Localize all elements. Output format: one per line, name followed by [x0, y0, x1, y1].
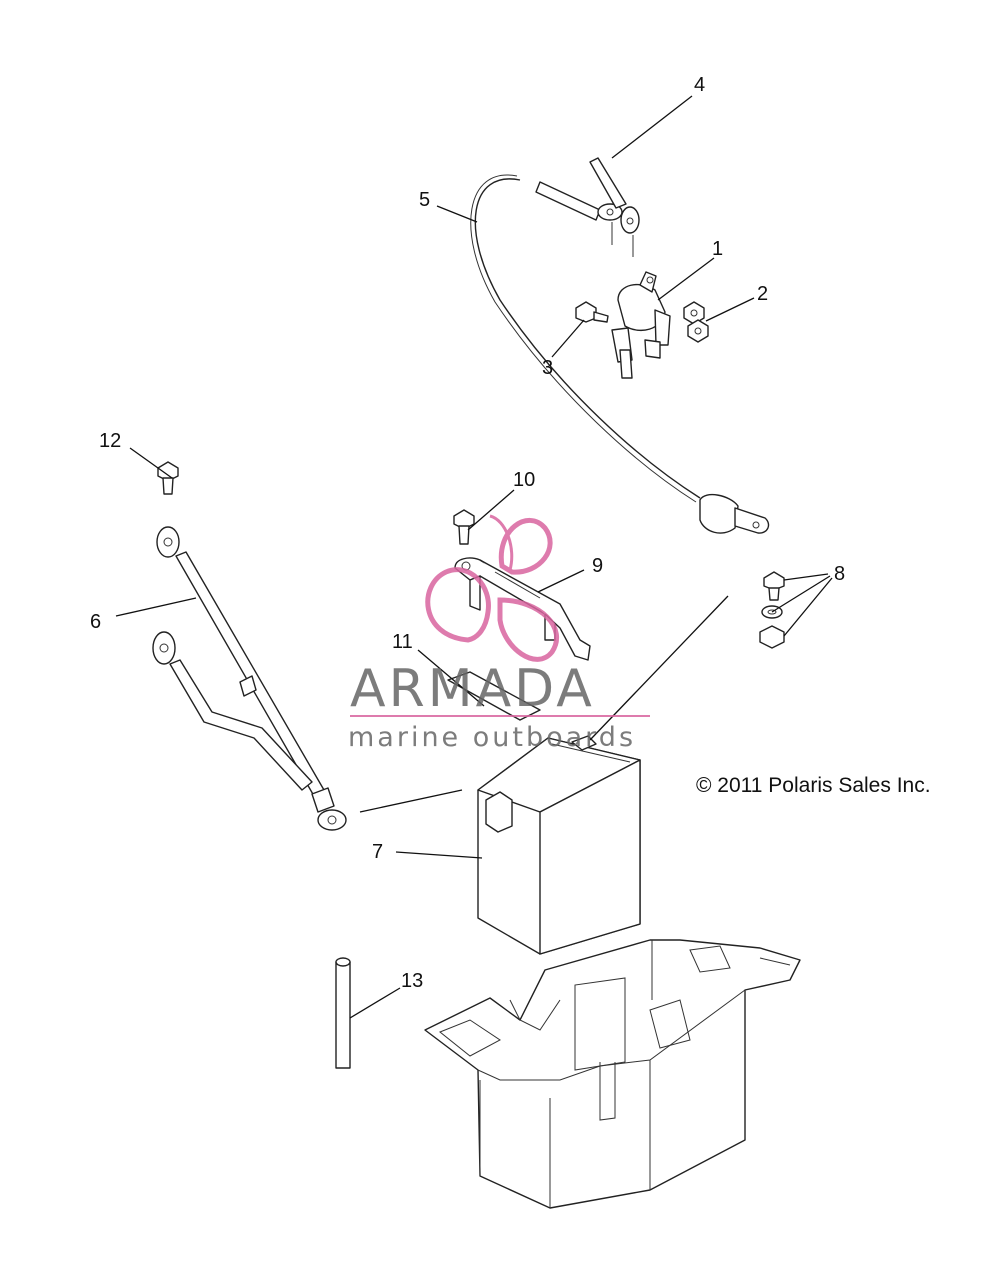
- callouts: 1 2 3 4 5 6 7 8 9 10 11 12 13: [90, 74, 845, 992]
- callout-5: 5: [419, 189, 430, 211]
- callout-12: 12: [99, 430, 121, 452]
- cable-5-terminal: [699, 493, 770, 534]
- callout-9: 9: [592, 555, 603, 577]
- callout-13: 13: [401, 970, 423, 992]
- bolt-part-10: [453, 509, 475, 545]
- callout-11: 11: [392, 631, 413, 653]
- watermark-subtitle: marine outboards: [348, 722, 636, 753]
- callout-6: 6: [90, 611, 101, 633]
- watermark-logo-icon: [425, 514, 560, 662]
- watermark-title: ARMADA: [350, 659, 595, 719]
- watermark: ARMADA marine outboards: [348, 514, 650, 753]
- callout-2: 2: [757, 283, 768, 305]
- solenoid-part-1: [611, 271, 671, 379]
- callout-1: 1: [712, 238, 723, 260]
- callout-10: 10: [513, 469, 535, 491]
- copyright-text: © 2011 Polaris Sales Inc.: [696, 774, 931, 797]
- callout-8: 8: [834, 563, 845, 585]
- leader-lines: [115, 95, 833, 1019]
- callout-4: 4: [694, 74, 705, 96]
- nuts-part-2: [683, 301, 709, 343]
- hardware-part-8: [759, 571, 785, 649]
- cable-harness-part-6: [152, 526, 347, 831]
- callout-7: 7: [372, 841, 383, 863]
- callout-3: 3: [542, 357, 553, 379]
- cable-5: [474, 178, 701, 499]
- tube-part-13: [335, 957, 351, 1069]
- battery-tray: [424, 939, 801, 1209]
- pad-part-11: [447, 671, 541, 721]
- cable-4-ends: [535, 157, 640, 257]
- battery-part-7: [477, 735, 641, 955]
- screw-part-3: [575, 301, 609, 323]
- bolt-part-12: [157, 461, 179, 495]
